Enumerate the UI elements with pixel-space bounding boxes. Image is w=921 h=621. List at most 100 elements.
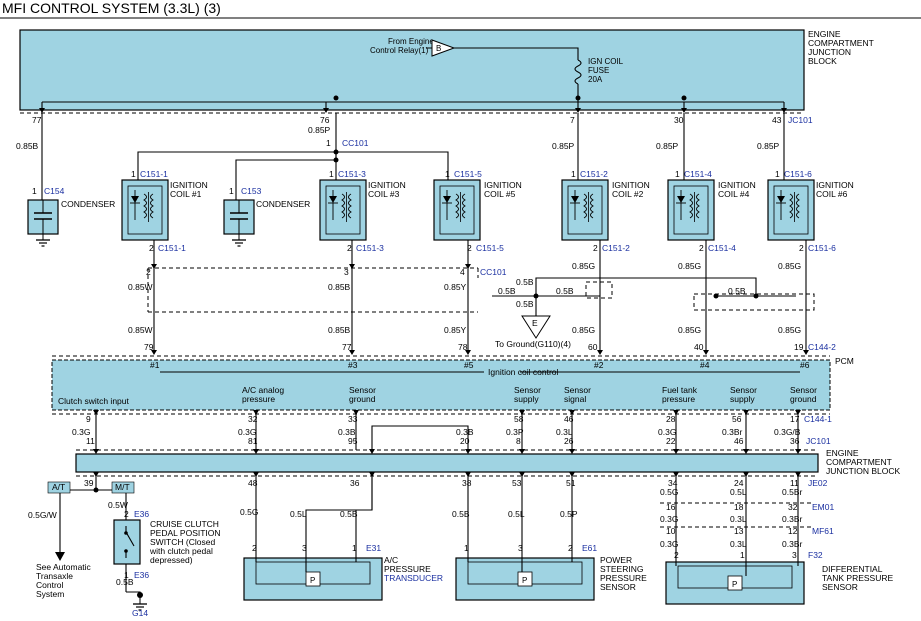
svg-text:2: 2 xyxy=(347,243,352,253)
svg-text:0.3G: 0.3G xyxy=(238,427,256,437)
svg-text:3: 3 xyxy=(518,543,523,553)
svg-text:pressure: pressure xyxy=(662,394,695,404)
ignition-coil-control-label: Ignition coil control xyxy=(488,367,559,377)
svg-text:2: 2 xyxy=(467,243,472,253)
svg-text:0.5P: 0.5P xyxy=(560,509,578,519)
svg-text:SENSOR: SENSOR xyxy=(600,582,636,592)
ground-e-icon xyxy=(521,315,551,339)
svg-text:1: 1 xyxy=(32,186,37,196)
svg-text:COIL #4: COIL #4 xyxy=(718,189,750,199)
svg-text:0.3G: 0.3G xyxy=(72,427,90,437)
svg-text:1: 1 xyxy=(445,169,450,179)
svg-text:0.5B: 0.5B xyxy=(556,286,574,296)
ecjb-pin-7: 7 xyxy=(570,115,575,125)
svg-text:46: 46 xyxy=(564,414,574,424)
svg-text:IGNITION: IGNITION xyxy=(484,180,522,190)
svg-text:51: 51 xyxy=(566,478,576,488)
svg-text:BLOCK: BLOCK xyxy=(808,56,837,66)
svg-text:#2: #2 xyxy=(594,360,604,370)
svg-text:38: 38 xyxy=(462,478,472,488)
svg-text:58: 58 xyxy=(514,414,524,424)
arrow-down-icon xyxy=(55,552,65,561)
svg-text:0.5B: 0.5B xyxy=(116,577,134,587)
svg-text:28: 28 xyxy=(666,414,676,424)
svg-text:C151-6: C151-6 xyxy=(784,169,812,179)
svg-text:11: 11 xyxy=(790,478,799,488)
svg-text:#5: #5 xyxy=(464,360,474,370)
svg-text:79: 79 xyxy=(144,342,154,352)
wire-0-85p-76: 0.85P xyxy=(308,125,331,135)
svg-text:0.5L: 0.5L xyxy=(290,509,307,519)
svg-text:13: 13 xyxy=(734,526,744,536)
cc101-connector-mid: CC101 xyxy=(480,267,507,277)
svg-text:1: 1 xyxy=(464,543,469,553)
svg-text:0.85Y: 0.85Y xyxy=(444,325,467,335)
svg-text:60: 60 xyxy=(588,342,598,352)
svg-text:Sensor: Sensor xyxy=(790,385,817,395)
svg-text:2: 2 xyxy=(146,267,151,277)
svg-text:0.5B: 0.5B xyxy=(452,509,470,519)
pcm-top-arrows xyxy=(151,350,809,355)
jc101-connector: JC101 xyxy=(788,115,813,125)
page-title: MFI CONTROL SYSTEM (3.3L) (3) xyxy=(2,0,221,16)
svg-text:3: 3 xyxy=(302,543,307,553)
ecjb-pin-77: 77 xyxy=(32,115,42,125)
svg-text:1: 1 xyxy=(131,169,136,179)
ignition-coil-3: 1 C151-3 IGNITION COIL #3 2 C151-3 xyxy=(319,169,406,253)
svg-text:POWER: POWER xyxy=(600,555,632,565)
svg-text:0.5G/W: 0.5G/W xyxy=(28,510,57,520)
ecjb-pin-30: 30 xyxy=(674,115,684,125)
svg-text:0.3G/B: 0.3G/B xyxy=(774,427,801,437)
svg-text:2: 2 xyxy=(252,543,257,553)
svg-text:36: 36 xyxy=(350,478,360,488)
clutch-switch-icon xyxy=(113,519,141,565)
svg-text:See Automatic: See Automatic xyxy=(36,562,92,572)
svg-text:0.85G: 0.85G xyxy=(572,325,595,335)
svg-text:COMPARTMENT: COMPARTMENT xyxy=(826,457,892,467)
svg-text:46: 46 xyxy=(734,436,744,446)
svg-text:C151-6: C151-6 xyxy=(808,243,836,253)
svg-text:0.5B: 0.5B xyxy=(498,286,516,296)
svg-text:2: 2 xyxy=(593,243,598,253)
svg-text:supply: supply xyxy=(730,394,755,404)
svg-text:IGNITION: IGNITION xyxy=(170,180,208,190)
svg-text:0.85G: 0.85G xyxy=(778,261,801,271)
ignition-coil-6: 1 C151-6 IGNITION COIL #6 2 C151-6 xyxy=(767,169,854,253)
ignition-coil-icon xyxy=(433,179,481,241)
ground-icon xyxy=(35,233,51,247)
svg-text:COIL #2: COIL #2 xyxy=(612,189,644,199)
svg-text:26: 26 xyxy=(564,436,574,446)
svg-text:1: 1 xyxy=(329,169,334,179)
relay-label-1: From Engine xyxy=(388,37,434,46)
svg-text:0.5B: 0.5B xyxy=(340,509,358,519)
svg-text:IGNITION: IGNITION xyxy=(718,180,756,190)
svg-text:Sensor: Sensor xyxy=(514,385,541,395)
svg-text:1: 1 xyxy=(229,186,234,196)
ac-transducer-label: A/C xyxy=(384,555,398,565)
svg-text:ENGINE: ENGINE xyxy=(808,29,841,39)
svg-text:C151-4: C151-4 xyxy=(684,169,712,179)
svg-text:Transaxle: Transaxle xyxy=(36,571,73,581)
svg-text:19: 19 xyxy=(794,342,804,352)
svg-text:0.85Y: 0.85Y xyxy=(444,282,467,292)
svg-text:depressed): depressed) xyxy=(150,555,193,565)
ignition-coil-icon xyxy=(121,179,169,241)
svg-text:0.3Br: 0.3Br xyxy=(722,427,742,437)
svg-text:2: 2 xyxy=(799,243,804,253)
svg-text:8: 8 xyxy=(516,436,521,446)
svg-text:0.3G: 0.3G xyxy=(660,539,678,549)
pcm-block xyxy=(51,359,831,411)
svg-text:PRESSURE: PRESSURE xyxy=(600,573,647,583)
svg-text:17: 17 xyxy=(790,414,800,424)
ignition-coil-1: 1 C151-1 IGNITION COIL #1 2 C151-1 xyxy=(121,169,208,253)
svg-text:32: 32 xyxy=(788,502,798,512)
e31-connector: E31 xyxy=(366,543,381,553)
ecjb-label: ENGINE COMPARTMENT JUNCTION BLOCK xyxy=(808,29,874,66)
ignition-coil-icon xyxy=(667,179,715,241)
svg-text:ground: ground xyxy=(349,394,376,404)
fuse-icon xyxy=(574,59,582,85)
svg-text:CRUISE CLUTCH: CRUISE CLUTCH xyxy=(150,519,219,529)
svg-text:Clutch switch input: Clutch switch input xyxy=(58,396,130,406)
svg-text:0.3L: 0.3L xyxy=(730,514,747,524)
svg-text:0.3G: 0.3G xyxy=(658,427,676,437)
